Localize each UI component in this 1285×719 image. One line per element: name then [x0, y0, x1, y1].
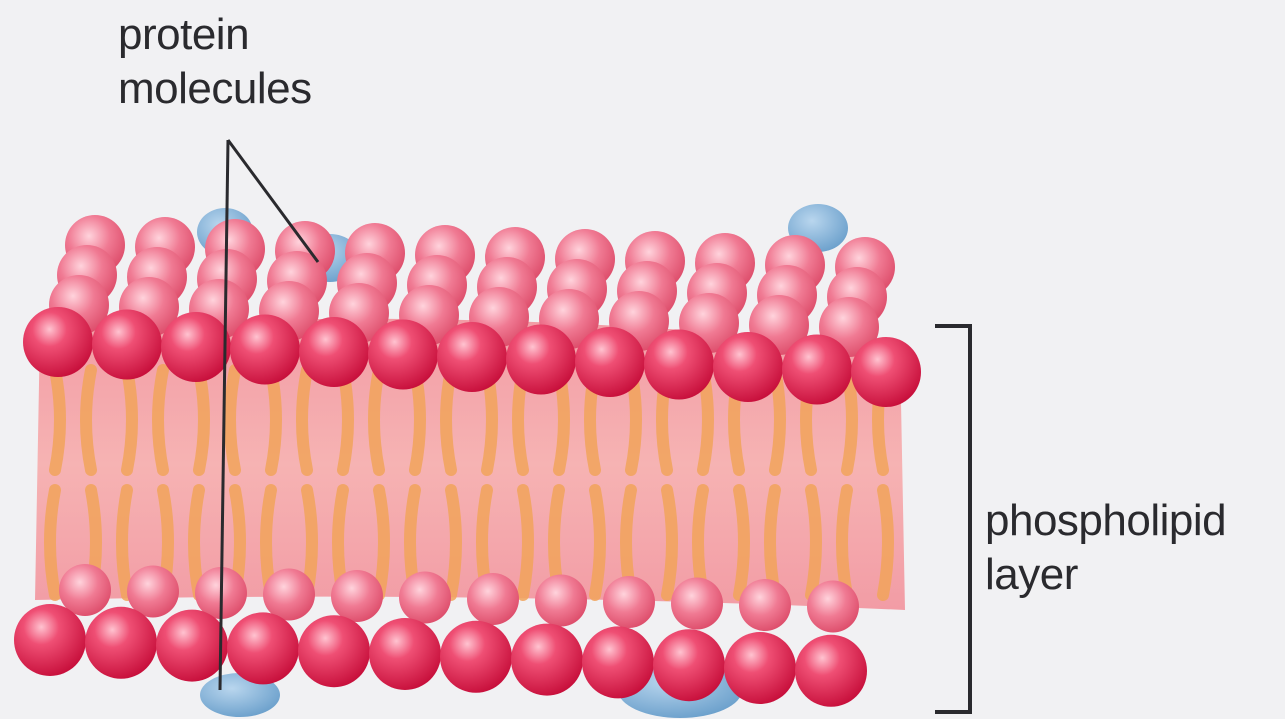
phosphate-head — [161, 312, 231, 382]
phosphate-head — [467, 573, 519, 625]
phosphate-head — [724, 632, 796, 704]
fatty-acid-tail — [446, 370, 451, 470]
fatty-acid-tail — [55, 370, 60, 470]
fatty-acid-tail — [50, 490, 55, 595]
fatty-acid-tail — [127, 370, 132, 470]
fatty-acid-tail — [199, 370, 204, 470]
fatty-acid-tail — [739, 490, 744, 595]
phosphate-head — [23, 307, 93, 377]
phosphate-head — [331, 570, 383, 622]
phosphate-head — [603, 576, 655, 628]
phosphate-head — [582, 626, 654, 698]
fatty-acid-tail — [379, 490, 384, 595]
fatty-acid-tail — [883, 490, 888, 595]
fatty-acid-tail — [451, 490, 456, 595]
fatty-acid-tail — [523, 490, 528, 595]
phosphate-head — [299, 317, 369, 387]
phosphate-head — [713, 332, 783, 402]
phosphate-head — [230, 315, 300, 385]
phosphate-head — [14, 604, 86, 676]
protein-label-line-1: protein — [118, 8, 312, 62]
phosphate-head — [653, 629, 725, 701]
phosphate-head — [807, 581, 859, 633]
fatty-acid-tail — [122, 490, 127, 595]
fatty-acid-tail — [374, 370, 379, 470]
phosphate-head — [671, 578, 723, 630]
fatty-acid-tail — [667, 490, 672, 595]
phospholipid-layer-label: phospholipid layer — [985, 494, 1226, 602]
phosphate-head — [92, 310, 162, 380]
fatty-acid-tail — [271, 370, 276, 470]
phosphate-head — [739, 579, 791, 631]
phosphate-head — [644, 330, 714, 400]
phosphate-head — [263, 569, 315, 621]
fatty-acid-tail — [86, 370, 91, 470]
fatty-acid-tail — [302, 370, 307, 470]
protein-molecules-label: protein molecules — [118, 8, 312, 116]
layer-bracket — [935, 326, 970, 712]
phosphate-head — [511, 624, 583, 696]
phosphate-head — [227, 612, 299, 684]
fatty-acid-tail — [595, 490, 600, 595]
fatty-acid-tail — [770, 490, 775, 595]
fatty-acid-tail — [158, 370, 163, 470]
phosphate-head — [506, 325, 576, 395]
phosphate-head — [535, 575, 587, 627]
phosphate-head — [782, 335, 852, 405]
phosphate-head — [437, 322, 507, 392]
protein-label-line-2: molecules — [118, 62, 312, 116]
fatty-acid-tail — [842, 490, 847, 595]
phosphate-head — [440, 621, 512, 693]
phosphate-head — [369, 618, 441, 690]
phosphate-head — [85, 607, 157, 679]
phosphate-head — [399, 572, 451, 624]
phosphate-heads-bottom-front — [14, 604, 867, 707]
phosphate-head — [851, 337, 921, 407]
fatty-acid-tail — [230, 370, 235, 470]
fatty-acid-tail — [811, 490, 816, 595]
phosphate-head — [795, 635, 867, 707]
phosphate-head — [575, 327, 645, 397]
phospholipid-label-line-2: layer — [985, 548, 1226, 602]
phosphate-head — [368, 320, 438, 390]
phospholipid-label-line-1: phospholipid — [985, 494, 1226, 548]
phosphate-head — [156, 610, 228, 682]
fatty-acid-tail — [194, 490, 199, 595]
phosphate-head — [298, 615, 370, 687]
